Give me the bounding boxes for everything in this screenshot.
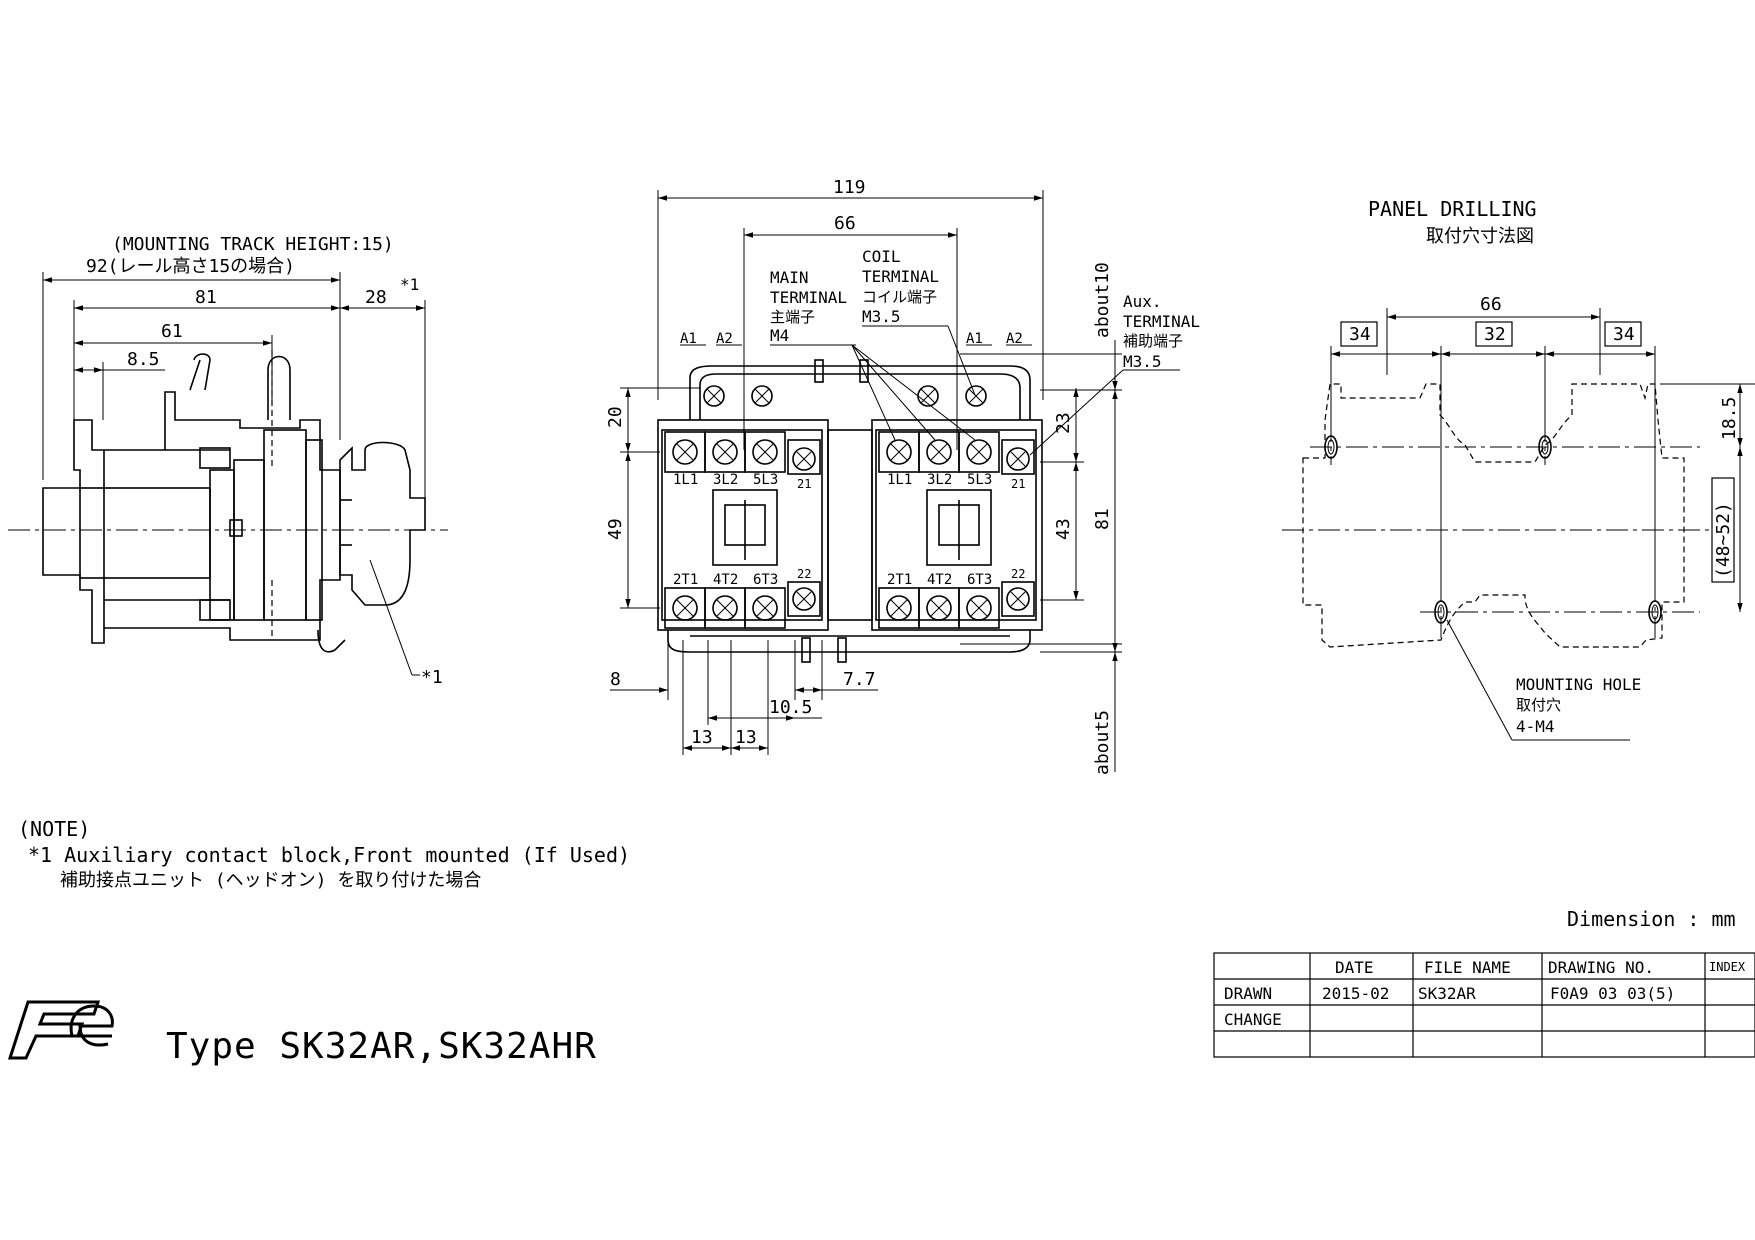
dim-43-label: 43 <box>1053 518 1074 540</box>
coil-label-a2-right: A2 <box>1006 331 1023 347</box>
dim-28-label: 28 <box>365 287 387 308</box>
dim-49-label: 49 <box>605 518 626 540</box>
header-file-name: FILE NAME <box>1424 958 1511 977</box>
terminal-5l3-right: 5L3 <box>967 472 992 488</box>
dim-92-label: 92(レール高さ15の場合) <box>86 256 295 277</box>
top-terminal-row <box>664 431 1035 475</box>
panel-title-jp: 取付穴寸法図 <box>1426 226 1534 247</box>
asterisk-note-ref: *1 <box>400 275 419 294</box>
mounting-hole-label: MOUNTING HOLE <box>1516 675 1641 694</box>
dim-10-5-label: 10.5 <box>769 697 812 718</box>
coil-terminal-label: COIL TERMINAL コイル端子 M3.5 <box>862 247 939 326</box>
panel-dim-18-5-label: 18.5 <box>1719 397 1740 440</box>
svg-text:TERMINAL: TERMINAL <box>770 288 847 307</box>
coil-label-a1-left: A1 <box>680 331 697 347</box>
row-drawn-date: 2015-02 <box>1322 984 1389 1003</box>
row-drawn-file: SK32AR <box>1418 984 1476 1003</box>
note-line-1: *1 Auxiliary contact block,Front mounted… <box>28 843 630 867</box>
mounting-hole-spec: 4-M4 <box>1516 717 1555 736</box>
row-drawn-number: F0A9 03 03(5) <box>1550 984 1675 1003</box>
coil-label-a2-left: A2 <box>716 331 733 347</box>
terminal-4t2-right: 4T2 <box>927 572 952 588</box>
terminal-21-right: 21 <box>1011 477 1025 491</box>
title-block: DATE FILE NAME DRAWING NO. INDEX DRAWN 2… <box>1213 952 1755 1058</box>
terminal-3l2-right: 3L2 <box>927 472 952 488</box>
svg-text:TERMINAL: TERMINAL <box>862 267 939 286</box>
panel-dim-48-52-label: (48~52) <box>1713 502 1734 578</box>
dim-81-front-label: 81 <box>1092 508 1113 530</box>
svg-text:M4: M4 <box>770 326 789 345</box>
front-view: 119 66 MAIN TERMINAL 主端子 M4 COIL TERMINA… <box>605 177 1200 775</box>
row-drawn-label: DRAWN <box>1224 984 1272 1003</box>
dim-8-label: 8 <box>610 669 621 690</box>
mounting-holes <box>1324 435 1662 624</box>
panel-title: PANEL DRILLING <box>1368 197 1537 221</box>
header-drawing-no: DRAWING NO. <box>1548 958 1654 977</box>
dim-13-right-label: 13 <box>735 727 757 748</box>
coil-terminals <box>703 385 987 407</box>
dim-81-label: 81 <box>195 287 217 308</box>
svg-text:補助端子: 補助端子 <box>1123 332 1183 350</box>
svg-text:主端子: 主端子 <box>770 308 815 326</box>
svg-text:Aux.: Aux. <box>1123 292 1162 311</box>
bottom-terminal-row <box>664 581 1035 629</box>
dimension-unit: Dimension : mm <box>1567 907 1736 931</box>
panel-dim-34-right-label: 34 <box>1613 324 1635 345</box>
terminal-2t1-right: 2T1 <box>887 572 912 588</box>
dim-23-label: 23 <box>1053 412 1074 434</box>
svg-text:コイル端子: コイル端子 <box>862 288 937 306</box>
fe-logo: Fe <box>7 1000 114 1060</box>
terminal-22-right: 22 <box>1011 567 1025 581</box>
main-terminal-label: MAIN TERMINAL 主端子 M4 <box>770 268 847 345</box>
mounting-hole-label-jp: 取付穴 <box>1516 696 1561 714</box>
notes: (NOTE) *1 Auxiliary contact block,Front … <box>18 817 630 891</box>
svg-text:TERMINAL: TERMINAL <box>1123 312 1200 331</box>
svg-text:COIL: COIL <box>862 247 901 266</box>
dim-119-label: 119 <box>833 177 866 198</box>
terminal-1l1-right: 1L1 <box>887 472 912 488</box>
terminal-4t2-left: 4T2 <box>713 572 738 588</box>
header-index: INDEX <box>1709 960 1746 974</box>
svg-text:MAIN: MAIN <box>770 268 809 287</box>
dim-7-7-label: 7.7 <box>843 669 876 690</box>
about10-label: about10 <box>1092 262 1113 338</box>
coil-label-a1-right: A1 <box>966 331 983 347</box>
svg-text:M3.5: M3.5 <box>862 307 901 326</box>
dim-20-label: 20 <box>605 406 626 428</box>
svg-text:M3.5: M3.5 <box>1123 352 1162 371</box>
terminal-3l2-left: 3L2 <box>713 472 738 488</box>
terminal-1l1-left: 1L1 <box>673 472 698 488</box>
terminal-22-left: 22 <box>797 567 811 581</box>
side-view: (MOUNTING TRACK HEIGHT:15) 92(レール高さ15の場合… <box>8 234 448 688</box>
terminal-21-left: 21 <box>797 477 811 491</box>
aux-terminal-label: Aux. TERMINAL 補助端子 M3.5 <box>1123 292 1200 371</box>
asterisk-callout: *1 <box>421 667 443 688</box>
note-heading: (NOTE) <box>18 817 90 841</box>
dim-13-left-label: 13 <box>691 727 713 748</box>
note-line-2: 補助接点ユニット (ヘッドオン) を取り付けた場合 <box>60 870 481 891</box>
terminal-5l3-left: 5L3 <box>753 472 778 488</box>
header-date: DATE <box>1335 958 1374 977</box>
panel-dim-66-label: 66 <box>1480 294 1502 315</box>
type-label: Type SK32AR,SK32AHR <box>166 1026 597 1067</box>
terminal-2t1-left: 2T1 <box>673 572 698 588</box>
panel-dim-34-left-label: 34 <box>1349 324 1371 345</box>
dim-61-label: 61 <box>161 321 183 342</box>
terminal-6t3-right: 6T3 <box>967 572 992 588</box>
row-change-label: CHANGE <box>1224 1010 1282 1029</box>
dim-8-5-label: 8.5 <box>127 349 160 370</box>
panel-dim-32-label: 32 <box>1484 324 1506 345</box>
terminal-6t3-left: 6T3 <box>753 572 778 588</box>
about5-label: about5 <box>1092 710 1113 775</box>
panel-drilling: PANEL DRILLING 取付穴寸法図 66 34 32 34 <box>1282 197 1755 741</box>
dim-66-label: 66 <box>834 213 856 234</box>
track-note: (MOUNTING TRACK HEIGHT:15) <box>112 234 394 255</box>
